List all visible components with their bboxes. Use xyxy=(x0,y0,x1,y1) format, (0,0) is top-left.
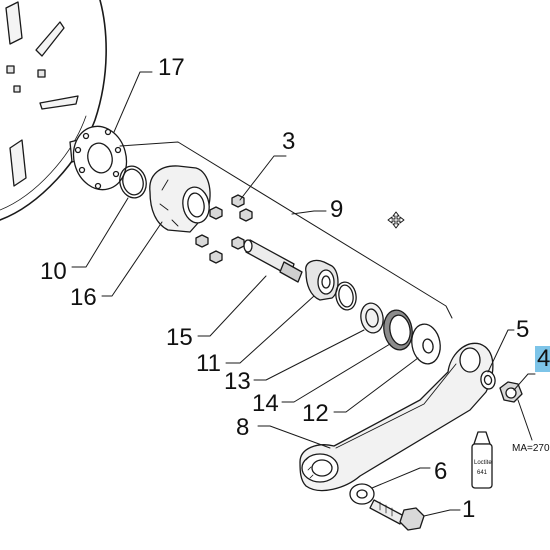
part-6-washer xyxy=(349,483,375,505)
circlip-small xyxy=(335,281,357,311)
leader-lines xyxy=(71,71,536,517)
part-15-shaft xyxy=(243,239,303,283)
wheel-disc xyxy=(0,0,107,221)
callout-17: 17 xyxy=(158,54,185,81)
part-5-washer xyxy=(480,370,496,390)
loctite-bottle: Loctite 641 xyxy=(471,431,493,489)
callout-9: 9 xyxy=(330,196,344,223)
part-8-crank-arm xyxy=(299,342,494,492)
part-13-spacer xyxy=(360,302,384,334)
part-17-flange-plate xyxy=(72,125,128,191)
torque-note: MA=270 xyxy=(512,443,550,454)
loctite-brand-text: Loctite xyxy=(474,460,492,466)
callout-12: 12 xyxy=(302,400,329,427)
callout-15: 15 xyxy=(166,324,193,351)
callout-10: 10 xyxy=(40,258,67,285)
part-10-circlip xyxy=(119,165,147,199)
part-12-washer xyxy=(411,323,441,365)
part-1-bolt xyxy=(369,499,425,531)
callout-5: 5 xyxy=(516,316,530,343)
callout-16: 16 xyxy=(70,284,97,311)
part-14-seal-ring xyxy=(383,309,413,351)
loctite-code-text: 641 xyxy=(477,470,488,476)
callout-6: 6 xyxy=(434,458,448,485)
callout-14: 14 xyxy=(252,390,279,417)
move-cursor-icon xyxy=(387,211,405,229)
callout-3: 3 xyxy=(282,128,296,155)
callout-1: 1 xyxy=(462,496,476,523)
part-11-bearing xyxy=(305,259,339,301)
callout-8: 8 xyxy=(236,414,250,441)
callout-13: 13 xyxy=(224,368,251,395)
part-9-assembly-bracket xyxy=(119,141,453,319)
callout-11: 11 xyxy=(196,350,221,377)
callout-4-highlighted: 4 xyxy=(535,346,550,372)
part-16-hub xyxy=(149,165,211,233)
